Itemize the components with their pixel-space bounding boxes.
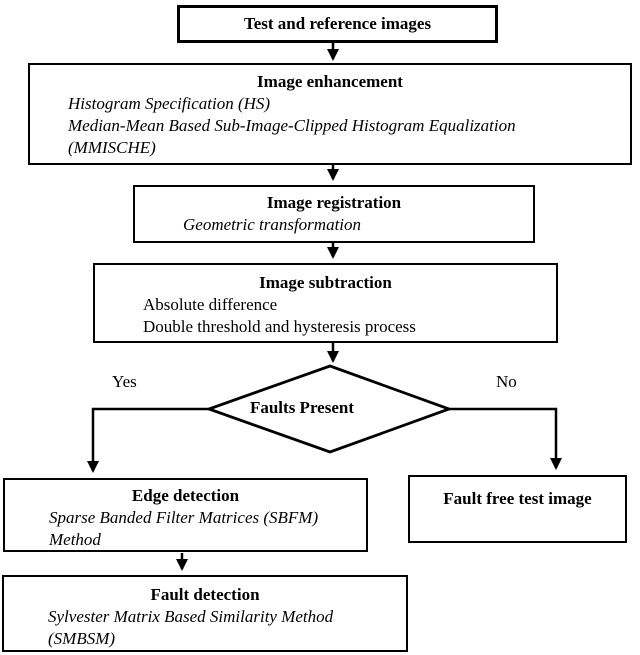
- arrow-yes-branch: [87, 407, 209, 473]
- decision-diamond: [204, 364, 454, 454]
- box-title: Image subtraction: [259, 273, 392, 292]
- box-title: Test and reference images: [243, 14, 432, 33]
- box-test-and-reference-images: Test and reference images: [177, 5, 498, 43]
- box-line: Histogram Specification (HS): [68, 94, 271, 113]
- box-line: Sparse Banded Filter Matrices (SBFM): [49, 508, 319, 527]
- box-title: Image registration: [266, 193, 402, 212]
- box-fault-detection: Fault detection Sylvester Matrix Based S…: [2, 575, 408, 652]
- box-title: Image enhancement: [257, 72, 403, 91]
- box-image-registration: Image registration Geometric transformat…: [133, 185, 535, 243]
- box-line: Double threshold and hysteresis process: [143, 317, 416, 336]
- box-image-subtraction: Image subtraction Absolute difference Do…: [93, 263, 558, 343]
- box-line: (SMBSM): [48, 629, 116, 648]
- box-fault-free-test-image: Fault free test image: [408, 475, 627, 543]
- branch-label-no: No: [496, 372, 517, 391]
- box-line: Geometric transformation: [183, 215, 362, 234]
- box-line: Median-Mean Based Sub-Image-Clipped Hist…: [68, 116, 516, 135]
- decision-label: Faults Present: [249, 398, 355, 417]
- branch-label-yes: Yes: [112, 372, 137, 391]
- box-title: Fault detection: [150, 585, 260, 604]
- box-edge-detection: Edge detection Sparse Banded Filter Matr…: [3, 478, 368, 552]
- box-line: Method: [49, 530, 101, 549]
- arrow-no-branch: [449, 407, 562, 470]
- box-image-enhancement: Image enhancement Histogram Specificatio…: [28, 63, 632, 165]
- box-line: Sylvester Matrix Based Similarity Method: [48, 607, 334, 626]
- box-line: (MMISCHE): [68, 138, 156, 157]
- box-title: Fault free test image: [443, 489, 592, 508]
- box-title: Edge detection: [131, 486, 240, 505]
- box-line: Absolute difference: [143, 295, 278, 314]
